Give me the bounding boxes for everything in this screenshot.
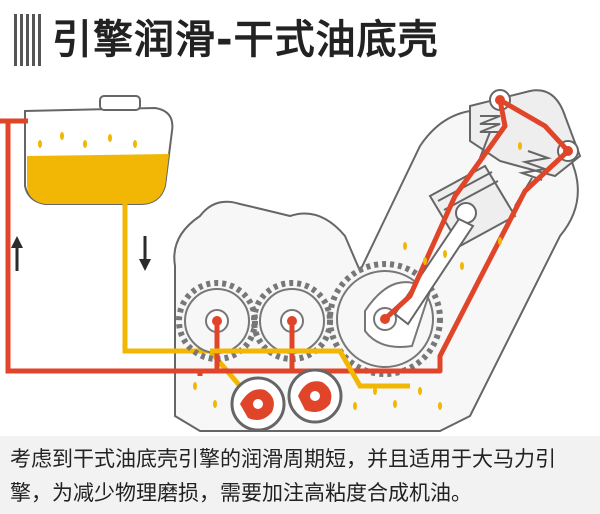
red-oil-gallery [200, 97, 571, 374]
oil-pump-right-icon [287, 368, 343, 424]
dry-sump-diagram [0, 86, 600, 436]
page-title: 引擎润滑-干式油底壳 [52, 17, 439, 63]
oil-drops-tank [38, 132, 137, 148]
yellow-pump-line [210, 348, 410, 389]
down-arrow-icon [139, 236, 151, 271]
caption-text: 考虑到干式油底壳引擎的润滑周期短，并且适用于大马力引擎，为减少物理磨损，需要加注… [10, 447, 556, 505]
cam-oil-point-right [563, 146, 573, 156]
title-decoration [14, 14, 42, 66]
up-arrow-icon [11, 236, 23, 271]
cam-oil-point-left [495, 95, 505, 105]
title-bar: 引擎润滑-干式油底壳 [0, 0, 600, 86]
oil-level [27, 154, 169, 204]
oil-drops-engine [193, 142, 522, 410]
diagram-svg [0, 86, 600, 436]
tank-cap [99, 95, 141, 111]
oil-pump-left-icon [230, 376, 286, 432]
caption-box: 考虑到干式油底壳引擎的润滑周期短，并且适用于大马力引擎，为减少物理磨损，需要加注… [0, 436, 600, 514]
